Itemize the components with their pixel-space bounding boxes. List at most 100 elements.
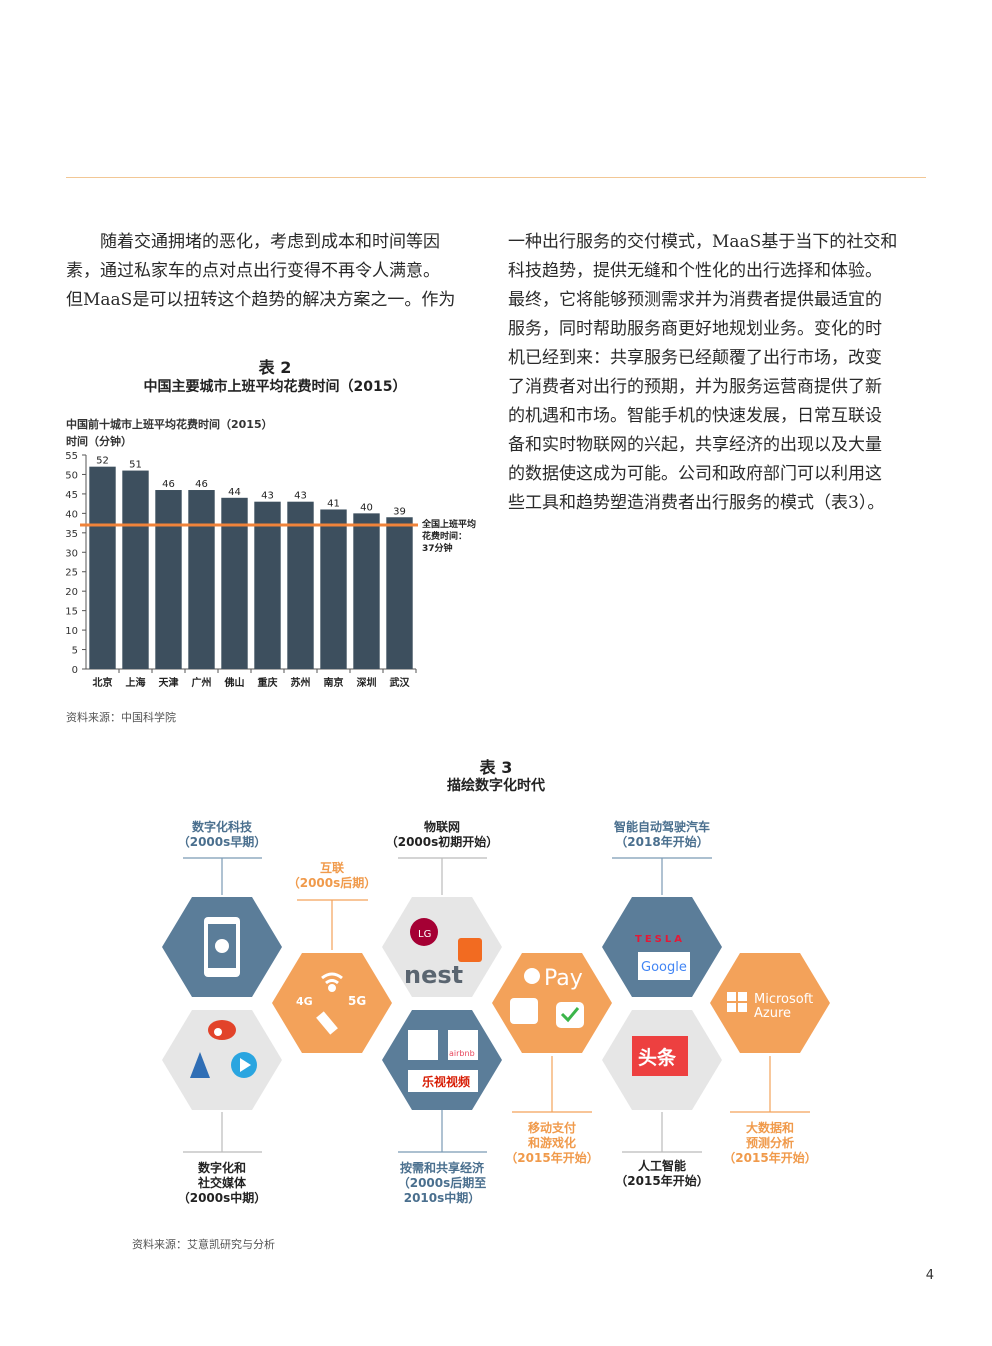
connector-lines bbox=[183, 857, 810, 1153]
data-label: 40 bbox=[360, 502, 373, 513]
paragraph-line: 最终，它将能够预测需求并为消费者提供最适宜的 bbox=[508, 290, 882, 310]
bar bbox=[287, 501, 314, 669]
label-line: 和游戏化 bbox=[527, 1136, 576, 1150]
label-line: 智能自动驾驶汽车 bbox=[613, 820, 710, 834]
label-line: 预测分析 bbox=[745, 1136, 794, 1150]
label-line: 2010s中期） bbox=[403, 1191, 481, 1205]
airbnb-icon bbox=[448, 1030, 478, 1060]
alipay-icon bbox=[510, 998, 538, 1024]
label-line: 移动支付 bbox=[527, 1121, 576, 1135]
category-label: 重庆 bbox=[258, 676, 278, 689]
category-label: 上海 bbox=[126, 676, 146, 689]
nest-logo: nest bbox=[404, 961, 463, 989]
y-tick-label: 35 bbox=[65, 529, 78, 540]
y-tick-label: 0 bbox=[72, 665, 78, 676]
smartphone-icon bbox=[204, 917, 240, 977]
bar bbox=[320, 509, 347, 669]
bar bbox=[89, 466, 116, 669]
table3-source: 资料来源：艾意凯研究与分析 bbox=[132, 1238, 275, 1251]
label-line: 人工智能 bbox=[637, 1159, 686, 1173]
google-logo-box bbox=[638, 952, 690, 980]
mi-icon bbox=[458, 938, 482, 962]
label-line: 物联网 bbox=[423, 820, 460, 834]
reference-label: 花费时间： bbox=[422, 530, 467, 542]
paragraph-line: 科技趋势，提供无缝和个性化的出行选择和体验。 bbox=[508, 261, 882, 281]
paragraph-line: 了消费者对出行的预期，并为服务运营商提供了新 bbox=[508, 377, 882, 397]
hex-iot bbox=[382, 897, 502, 997]
body-paragraph-right: 一种出行服务的交付模式，MaaS基于当下的社交和 科技趋势，提供无缝和个性化的出… bbox=[508, 228, 926, 518]
label-line: （2000s后期至 bbox=[397, 1176, 487, 1190]
ofo-icon bbox=[408, 1030, 438, 1060]
label-ai: 人工智能 （2015年开始） bbox=[592, 1159, 732, 1189]
label-social-media: 数字化和 社交媒体 （2000s中期） bbox=[162, 1161, 282, 1206]
label-digital-tech: 数字化科技 （2000s早期） bbox=[162, 820, 282, 850]
hex-social-media bbox=[162, 1010, 282, 1110]
body-paragraph-left: 随着交通拥堵的恶化，考虑到成本和时间等因 素，通过私家车的点对点出行变得不再令人… bbox=[66, 228, 484, 315]
label-mobile-pay: 移动支付 和游戏化 （2015年开始） bbox=[482, 1121, 622, 1166]
letv-logo bbox=[408, 1070, 478, 1092]
paragraph-line: 服务，同时帮助服务商更好地规划业务。变化的时 bbox=[508, 319, 882, 339]
paragraph-line: 些工具和趋势塑造消费者出行服务的模式（表3）。 bbox=[508, 493, 885, 513]
table2-number: 表 2 bbox=[258, 358, 292, 377]
hex-network bbox=[272, 953, 392, 1053]
paragraph-line: 机已经到来：共享服务已经颠覆了出行市场，改变 bbox=[508, 348, 882, 368]
category-label: 苏州 bbox=[291, 676, 311, 689]
y-tick-label: 10 bbox=[65, 626, 78, 637]
y-tick-label: 55 bbox=[65, 451, 78, 462]
header-rule bbox=[66, 177, 926, 178]
bar bbox=[122, 470, 149, 669]
hex-bigdata bbox=[710, 953, 830, 1053]
lg-icon: LG bbox=[410, 918, 438, 946]
wifi-icon bbox=[321, 972, 343, 992]
table3-title: 描绘数字化时代 bbox=[447, 778, 545, 794]
airbnb-label: airbnb bbox=[449, 1049, 475, 1058]
label-line: （2015年开始） bbox=[505, 1151, 599, 1165]
data-label: 52 bbox=[96, 456, 109, 467]
bar bbox=[155, 490, 182, 669]
table2-source: 资料来源：中国科学院 bbox=[66, 711, 176, 724]
chart-title: 中国前十城市上班平均花费时间（2015） bbox=[66, 418, 273, 431]
category-label: 北京 bbox=[93, 676, 113, 689]
bar bbox=[353, 513, 380, 669]
y-tick-label: 45 bbox=[65, 490, 78, 501]
label-line: 互联 bbox=[319, 861, 344, 875]
letv-label: 乐视视频 bbox=[422, 1074, 470, 1089]
svg-text:LG: LG bbox=[418, 929, 431, 940]
data-label: 43 bbox=[261, 491, 274, 502]
bar bbox=[386, 517, 413, 669]
y-tick-label: 25 bbox=[65, 568, 78, 579]
label-iot: 物联网 （2000s初期开始） bbox=[372, 820, 512, 850]
data-label: 39 bbox=[393, 506, 406, 517]
hex-sharing bbox=[382, 1010, 502, 1110]
label-line: 数字化科技 bbox=[191, 820, 252, 834]
weibo-icon bbox=[208, 1020, 236, 1040]
y-tick-label: 5 bbox=[72, 646, 78, 657]
category-label: 武汉 bbox=[390, 676, 411, 689]
paragraph-line: 素，通过私家车的点对点出行变得不再令人满意。 bbox=[66, 261, 440, 281]
network-4g: 4G bbox=[296, 995, 313, 1008]
y-tick-label: 20 bbox=[65, 587, 78, 598]
hex-mobile-pay bbox=[492, 953, 612, 1053]
toutiao-icon bbox=[632, 1036, 688, 1076]
windows-icon bbox=[727, 992, 747, 1012]
microsoft-logo: Microsoft bbox=[754, 992, 813, 1007]
label-line: （2000s后期） bbox=[287, 876, 377, 890]
hex-autonomous bbox=[602, 897, 722, 997]
y-tick-label: 50 bbox=[65, 470, 78, 481]
social-app-icon bbox=[190, 1052, 210, 1078]
wechat-pay-icon bbox=[556, 1002, 584, 1028]
label-line: （2018年开始） bbox=[615, 835, 709, 849]
check-icon bbox=[560, 1007, 580, 1023]
label-line: （2015年开始） bbox=[723, 1151, 817, 1165]
bar bbox=[221, 497, 248, 669]
paragraph-line: 的机遇和市场。智能手机的快速发展，日常互联设 bbox=[508, 406, 882, 426]
category-label: 南京 bbox=[324, 676, 344, 689]
category-label: 天津 bbox=[159, 676, 179, 689]
bar bbox=[254, 501, 281, 669]
y-tick-label: 40 bbox=[65, 509, 78, 520]
digital-era-diagram: 4G 5G LG nest airbnb 乐视视频 Pay TESLA Goog… bbox=[162, 857, 830, 1153]
category-label: 深圳 bbox=[357, 676, 377, 689]
table2-title: 中国主要城市上班平均花费时间（2015） bbox=[143, 379, 407, 395]
video-app-icon bbox=[231, 1052, 257, 1078]
